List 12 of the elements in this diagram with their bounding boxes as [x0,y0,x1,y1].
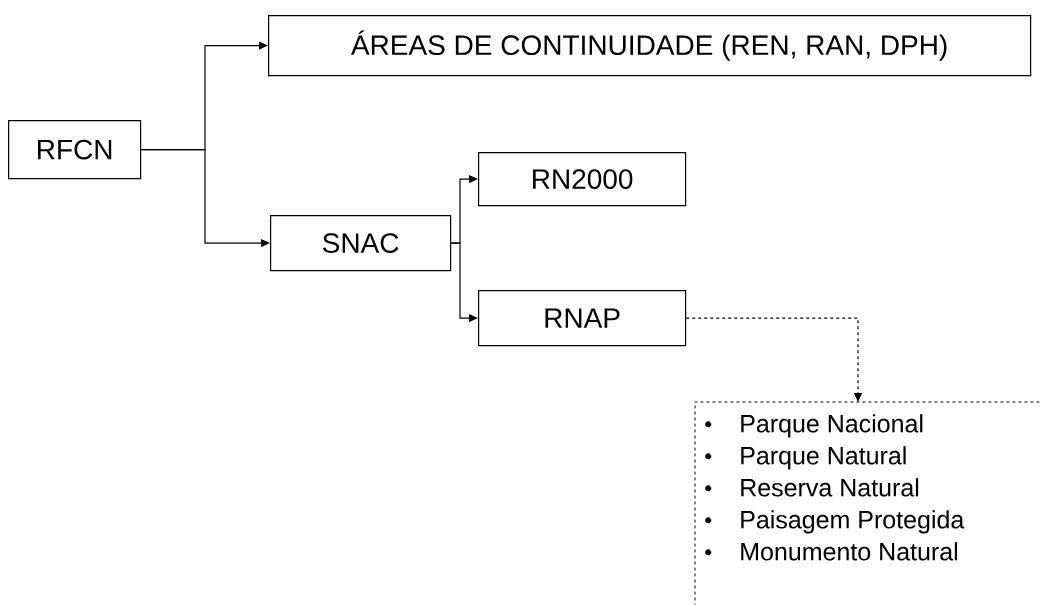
node-label: Paisagem Protegida [741,510,965,534]
process-box: RNAP [478,290,687,347]
node-label: Parque Nacional [741,414,923,438]
arrow [685,317,863,402]
process-box: ÁREAS DE CONTINUIDADE (REN, RAN, DPH) [268,15,1032,77]
process-box: SNAC [270,215,452,272]
process-box: RFCN [8,120,142,180]
node-label: Reserva Natural [741,478,919,497]
process-box: RN2000 [478,152,687,207]
node-label: Monumento Natural [741,542,958,561]
node-label: Parque Natural [741,446,906,470]
bullet-list-box: Parque Nacional Parque Natural Reserva Natural Paisagem Protegida Monumento Natural [694,401,1040,605]
